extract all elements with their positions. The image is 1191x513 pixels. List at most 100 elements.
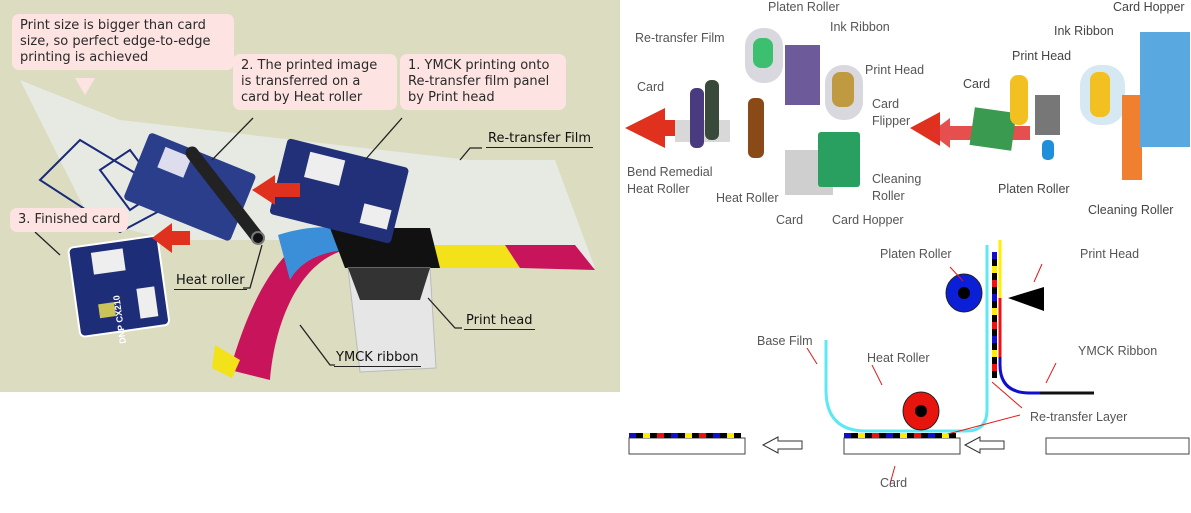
card-outline [843, 437, 961, 455]
finished-card [67, 235, 171, 338]
stripe-segment [992, 357, 997, 364]
label-ymck-ribbon: YMCK ribbon [334, 350, 421, 367]
stripe-segment [643, 433, 650, 438]
stripe-segment [949, 433, 956, 438]
stripe-segment [636, 433, 643, 438]
stripe-segment [992, 371, 997, 378]
ink-ribbon-cassette [785, 45, 820, 105]
stripe-segment [942, 433, 949, 438]
label-print-head: Print Head [865, 63, 925, 77]
label-heat-roller: Heat Roller [867, 351, 930, 365]
hollow-arrow-icon [761, 436, 803, 454]
stripe-segment [685, 433, 692, 438]
stripe-segment [992, 294, 997, 301]
print-head-part [1035, 95, 1060, 135]
label-ink-ribbon: Ink Ribbon [830, 20, 890, 34]
card-part [969, 107, 1017, 151]
label-retransfer-film: Re-transfer Film [486, 131, 594, 148]
stripe-segment [928, 433, 935, 438]
stripe-segment [727, 433, 734, 438]
heat-roller-cylinder [185, 146, 265, 245]
stripe-segment [851, 433, 858, 438]
stripe-segment [699, 433, 706, 438]
transferred-image-stripe [629, 433, 741, 438]
stripe-segment [992, 336, 997, 343]
label-cleaning-roller: Cleaning Roller [1088, 203, 1174, 217]
label-retransfer-layer: Re-transfer Layer [1030, 410, 1128, 424]
label-ink-ribbon: Ink Ribbon [1054, 24, 1114, 38]
stripe-segment [713, 433, 720, 438]
stripe-segment [865, 433, 872, 438]
stripe-segment [992, 322, 997, 329]
stripe-segment [907, 433, 914, 438]
stripe-segment [629, 433, 636, 438]
stripe-segment [879, 433, 886, 438]
stripe-segment [872, 433, 879, 438]
stripe-segment [706, 433, 713, 438]
stripe-segment [992, 329, 997, 336]
label-heat-roller: Heat Roller [716, 191, 779, 205]
label-platen-roller: Platen Roller [998, 182, 1070, 196]
label-bend-remedial-line1: Bend Remedial [627, 165, 713, 179]
retransfer-layer-stripe-vertical [992, 252, 997, 378]
callout-step-3: 3. Finished card [10, 208, 129, 232]
process-artwork [20, 78, 595, 380]
stripe-segment [893, 433, 900, 438]
stripe-segment [992, 301, 997, 308]
stripe-segment [992, 252, 997, 259]
stripe-segment [992, 315, 997, 322]
ribbon-blue [998, 357, 1040, 395]
retransfer-layer-stripe-card [844, 433, 956, 438]
label-cleaning-roller-line1: Cleaning [872, 172, 922, 186]
stripe-segment [992, 350, 997, 357]
label-platen-roller: Platen Roller [768, 0, 840, 14]
retransfer-process-illustration: Print size is bigger than card size, so … [0, 0, 620, 392]
film-magenta-panel [505, 245, 595, 270]
label-card-flipper-line1: Card [872, 97, 900, 111]
blank-card-outline [1045, 437, 1190, 455]
stripe-segment [992, 266, 997, 273]
stripe-segment [992, 343, 997, 350]
retransfer-schematic: Platen Roller Print Head Base Film Heat … [620, 230, 1191, 513]
stripe-segment [678, 433, 685, 438]
stripe-segment [992, 364, 997, 371]
hollow-arrow-icon [963, 436, 1005, 454]
stripe-segment [992, 259, 997, 266]
finished-card-outline [628, 437, 746, 455]
label-ymck-ribbon: YMCK Ribbon [1078, 344, 1158, 358]
stripe-segment [900, 433, 907, 438]
cleaning-roller-part [818, 132, 860, 187]
callout-print-size: Print size is bigger than card size, so … [12, 14, 234, 70]
callout-step-2: 2. The printed image is transferred on a… [233, 54, 397, 110]
label-card-bottom: Card [776, 213, 804, 227]
heat-roller-part [748, 98, 764, 158]
ribbon-black-segment [330, 228, 440, 268]
ymck-ribbon-arc [230, 228, 345, 380]
stripe-segment [921, 433, 928, 438]
label-platen-roller: Platen Roller [880, 247, 952, 261]
base-film-path [824, 245, 989, 433]
label-leaders [806, 263, 1057, 485]
label-base-film: Base Film [757, 334, 813, 348]
label-print-head: Print Head [1080, 247, 1140, 261]
exploded-artwork [625, 28, 940, 195]
stripe-segment [671, 433, 678, 438]
label-card-hopper: Card Hopper [832, 213, 904, 227]
direct-printer-artwork [930, 32, 1190, 180]
stripe-segment [692, 433, 699, 438]
label-card: Card [963, 77, 991, 91]
label-card: Card [637, 80, 665, 94]
stripe-segment [657, 433, 664, 438]
stripe-segment [886, 433, 893, 438]
stripe-segment [858, 433, 865, 438]
card-on-film-2 [124, 133, 256, 241]
print-head-icon [1008, 287, 1044, 311]
exploded-view-direct-printer: Card Hopper Ink Ribbon Print Head Card P… [930, 0, 1191, 230]
card-hopper-part [1140, 32, 1190, 147]
stripe-segment [935, 433, 942, 438]
stripe-segment [992, 287, 997, 294]
stripe-segment [720, 433, 727, 438]
ribbon-cyan-segment [278, 227, 345, 280]
label-card: Card [880, 476, 908, 490]
ribbon-yellow-segment [212, 345, 240, 378]
